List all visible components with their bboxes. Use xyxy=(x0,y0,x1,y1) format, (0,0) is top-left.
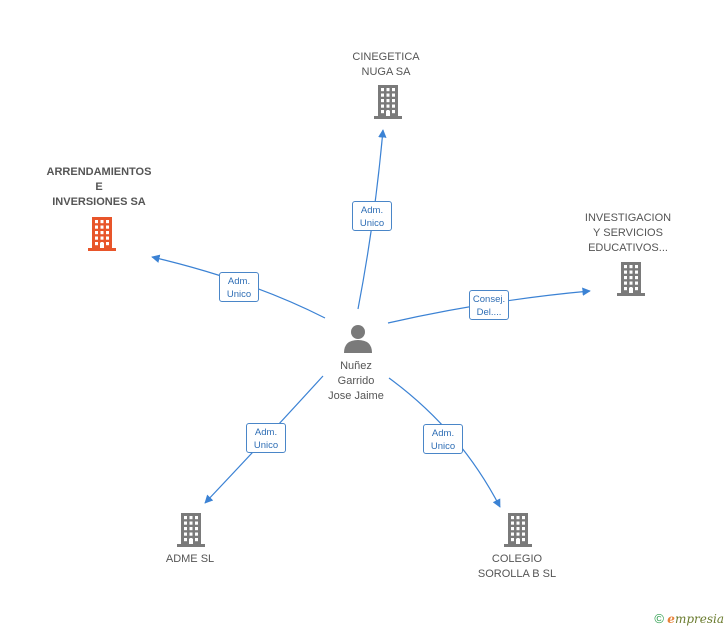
copyright-symbol: © xyxy=(654,611,664,626)
brand-initial: e xyxy=(667,612,675,626)
company-label-adme-line: ADME SL xyxy=(165,553,215,565)
person-label-line: Nuñez xyxy=(340,360,372,372)
company-label-adme: ADME SL xyxy=(166,552,214,567)
edge-label-adme[interactable]: Adm. Unico xyxy=(246,423,286,453)
company-label-investigacion-line: Y SERVICIOS xyxy=(593,227,663,239)
company-label-cinegetica: CINEGETICA NUGA SA xyxy=(352,50,419,80)
company-label-cinegetica-line: NUGA SA xyxy=(361,66,411,78)
building-icon-arrendamientos xyxy=(88,217,116,251)
edge-label-line: Adm. xyxy=(431,428,455,439)
edge-label-cinegetica[interactable]: Adm. Unico xyxy=(352,201,392,231)
edge-label-arrendamientos[interactable]: Adm. Unico xyxy=(219,272,259,302)
edge-label-line: Consej. xyxy=(472,294,506,305)
company-label-arrendamientos-line: INVERSIONES SA xyxy=(52,196,146,208)
edge-label-line: Del.... xyxy=(476,307,502,318)
edge-label-line: Unico xyxy=(359,218,385,229)
company-label-cinegetica-line: CINEGETICA xyxy=(352,51,420,63)
edge-label-line: Adm. xyxy=(360,205,384,216)
edge-label-investigacion[interactable]: Consej. Del.... xyxy=(469,290,509,320)
company-label-investigacion-line: EDUCATIVOS... xyxy=(588,242,668,254)
brand-logo: empresia xyxy=(667,612,724,626)
edge-label-line: Unico xyxy=(430,441,456,452)
person-icon xyxy=(344,325,372,353)
building-icon-investigacion xyxy=(617,262,645,296)
person-label-line: Jose Jaime xyxy=(328,390,384,402)
building-icon-adme xyxy=(177,513,205,547)
company-label-arrendamientos-line: E xyxy=(95,181,103,193)
person-label-line: Garrido xyxy=(337,375,375,387)
edge-label-line: Adm. xyxy=(254,427,278,438)
company-label-arrendamientos-line: ARRENDAMIENTOS xyxy=(46,166,152,178)
company-label-arrendamientos: ARRENDAMIENTOS E INVERSIONES SA xyxy=(47,165,152,210)
footer-brand: © empresia xyxy=(654,611,724,626)
edge-label-colegio[interactable]: Adm. Unico xyxy=(423,424,463,454)
company-label-colegio-line: SOROLLA B SL xyxy=(477,568,557,580)
edge-label-line: Adm. xyxy=(227,276,251,287)
edge-label-line: Unico xyxy=(226,289,252,300)
company-label-colegio: COLEGIO SOROLLA B SL xyxy=(478,552,556,582)
building-icon-colegio xyxy=(504,513,532,547)
company-label-colegio-line: COLEGIO xyxy=(491,553,543,565)
building-icon-cinegetica xyxy=(374,85,402,119)
brand-rest: mpresia xyxy=(674,612,724,626)
company-label-investigacion: INVESTIGACION Y SERVICIOS EDUCATIVOS... xyxy=(585,211,671,256)
edge-label-line: Unico xyxy=(253,440,279,451)
company-label-investigacion-line: INVESTIGACION xyxy=(584,212,672,224)
